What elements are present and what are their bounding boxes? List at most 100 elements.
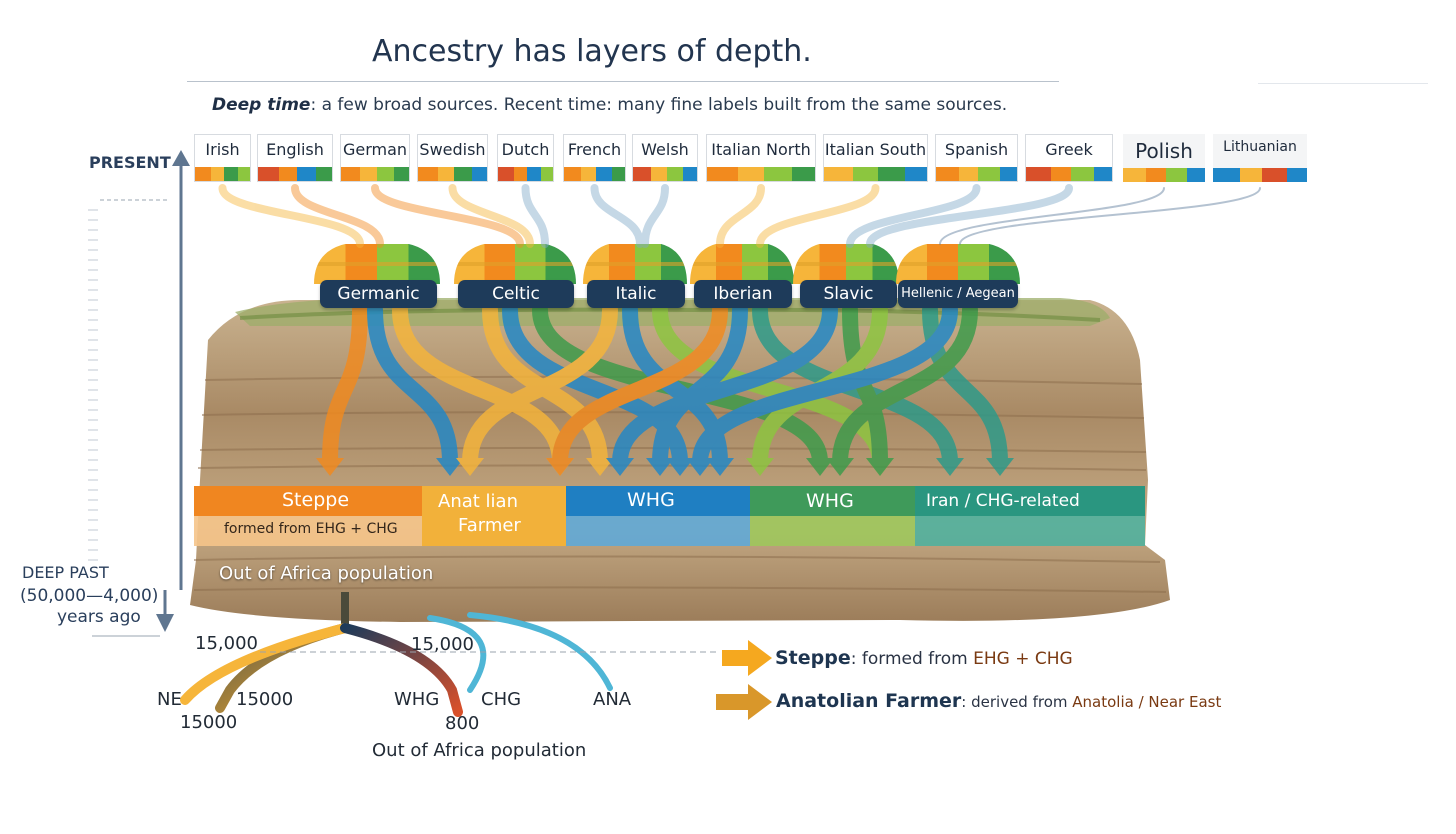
ancestry-bar-segment: [223, 167, 239, 181]
population-connector: [521, 184, 549, 248]
ancestry-bar-segment: [877, 167, 905, 181]
ancestry-bar-segment: [279, 167, 297, 181]
lineage-tree: [180, 592, 720, 717]
population-ancestry-bars: [418, 167, 487, 181]
deep-past-label: DEEP PAST: [22, 563, 109, 582]
tree-whg-value: 800: [445, 713, 480, 734]
title-divider: [187, 81, 1059, 82]
ancestry-flow-arrowhead: [806, 458, 834, 476]
axis-ticks: [88, 209, 98, 561]
ancestry-bar-segment: [978, 167, 1000, 181]
population-ancestry-bars: [824, 167, 927, 181]
ancestry-flow-arrowhead: [586, 458, 614, 476]
dome-band: [896, 262, 1020, 266]
legend-anatolian-sources: Anatolia / Near East: [1072, 693, 1222, 711]
ancestry-flow-arrowhead: [706, 458, 734, 476]
population-label: Polish: [1135, 139, 1193, 163]
population-label: Swedish: [419, 140, 486, 159]
ancestry-bar-segment: [238, 167, 250, 181]
population-ancestry-bars: [498, 167, 553, 181]
steppe-sub-label: formed from EHG + CHG: [224, 521, 398, 537]
dome-band: [314, 262, 440, 266]
ancestry-bar-segment: [1213, 168, 1240, 182]
ancestry-bar-segment: [526, 167, 542, 181]
population-connector: [846, 184, 981, 248]
region-pill-germanic: Germanic: [320, 280, 437, 308]
ancestry-bar-segment: [707, 167, 738, 181]
tree-left-split: 15,000: [195, 633, 258, 654]
population-ancestry-bars: [1026, 167, 1112, 181]
ancestry-bar-segment: [1123, 168, 1147, 182]
anatolian-label-1: Anat lian: [438, 491, 518, 512]
population-connector: [448, 184, 534, 248]
region-pill-italic: Italic: [587, 280, 685, 308]
ancestry-bar-segment: [1286, 168, 1307, 182]
tree-ne-value-b: 15000: [180, 712, 238, 733]
population-box-swedish: Swedish: [417, 134, 488, 182]
population-ancestry-bars: [195, 167, 250, 181]
legend-steppe-text: : formed from: [850, 649, 974, 669]
subtitle-bold: Deep time: [212, 95, 311, 115]
ancestry-bar-segment: [454, 167, 473, 181]
ancestry-flow-ribbon: [322, 302, 368, 470]
ancestry-bar-segment: [763, 167, 792, 181]
population-ancestry-bars: [1213, 168, 1307, 182]
tree-chg: CHG: [481, 689, 522, 710]
population-box-dutch: Dutch: [497, 134, 554, 182]
steppe-label: Steppe: [282, 489, 350, 511]
population-label: Lithuanian: [1223, 139, 1297, 155]
ancestry-flow-arrowhead: [436, 458, 464, 476]
population-connector: [641, 184, 669, 248]
dome-band: [583, 262, 687, 266]
population-ancestry-bars: [936, 167, 1017, 181]
region-pill-hellenic-aegean: Hellenic / Aegean: [898, 280, 1018, 308]
ancestry-flow-ribbon: [832, 302, 978, 470]
population-box-german: German: [340, 134, 410, 182]
legend-anatolian-text: : derived from: [961, 693, 1073, 711]
ancestry-flow-ribbon: [367, 302, 458, 470]
ancestry-bar-segment: [853, 167, 878, 181]
deep-past-range: (50,000—4,000): [20, 586, 159, 606]
ancestry-bar-segment: [437, 167, 455, 181]
tree-ne: NE: [157, 689, 182, 710]
ancestry-flow-arrowhead: [546, 458, 574, 476]
legend-steppe: Steppe: formed from EHG + CHG: [775, 647, 1073, 669]
steppe-band: [194, 486, 422, 516]
ancestry-bar-segment: [1165, 168, 1188, 182]
iran-label: Iran / CHG-related: [926, 491, 1080, 511]
ancestry-flow-arrowhead: [826, 458, 854, 476]
ancestry-bar-segment: [513, 167, 527, 181]
region-dome: [583, 244, 687, 284]
ancestry-bar-segment: [581, 167, 596, 181]
ancestry-bar-segment: [683, 167, 697, 181]
ancestry-flow-arrowhead: [606, 458, 634, 476]
ancestry-flow-ribbon: [842, 302, 888, 470]
ancestry-flow-arrowhead: [316, 458, 344, 476]
subtitle-rest: : a few broad sources. Recent time: many…: [310, 95, 1008, 115]
ancestry-bar-segment: [666, 167, 684, 181]
ancestry-bar-segment: [959, 167, 979, 181]
legend-steppe-name: Steppe: [775, 647, 851, 669]
legend-anatolian: Anatolian Farmer: derived from Anatolia …: [776, 690, 1221, 712]
population-box-greek: Greek: [1025, 134, 1113, 182]
anatolian-legend-arrow: [716, 684, 772, 720]
population-connector: [959, 187, 1261, 245]
page-title: Ancestry has layers of depth.: [372, 34, 812, 69]
ancestry-flow-arrowhead: [686, 458, 714, 476]
ancestry-flow-ribbon: [462, 302, 618, 470]
ancestry-bar-segment: [999, 167, 1017, 181]
ancestry-bar-segment: [258, 167, 280, 181]
ancestry-bar-segment: [737, 167, 764, 181]
ancestry-flow-arrowhead: [666, 458, 694, 476]
population-label: Welsh: [641, 140, 689, 159]
population-box-irish: Irish: [194, 134, 251, 182]
ancestry-bar-segment: [210, 167, 224, 181]
tree-bottom-label: Out of Africa population: [372, 740, 587, 761]
ancestry-bar-segment: [1050, 167, 1072, 181]
anatolian-band: [422, 486, 566, 546]
population-ancestry-bars: [633, 167, 697, 181]
population-connector: [218, 184, 364, 248]
ancestry-bar-segment: [1146, 168, 1166, 182]
population-ancestry-bars: [258, 167, 332, 181]
population-label: Greek: [1045, 140, 1093, 159]
